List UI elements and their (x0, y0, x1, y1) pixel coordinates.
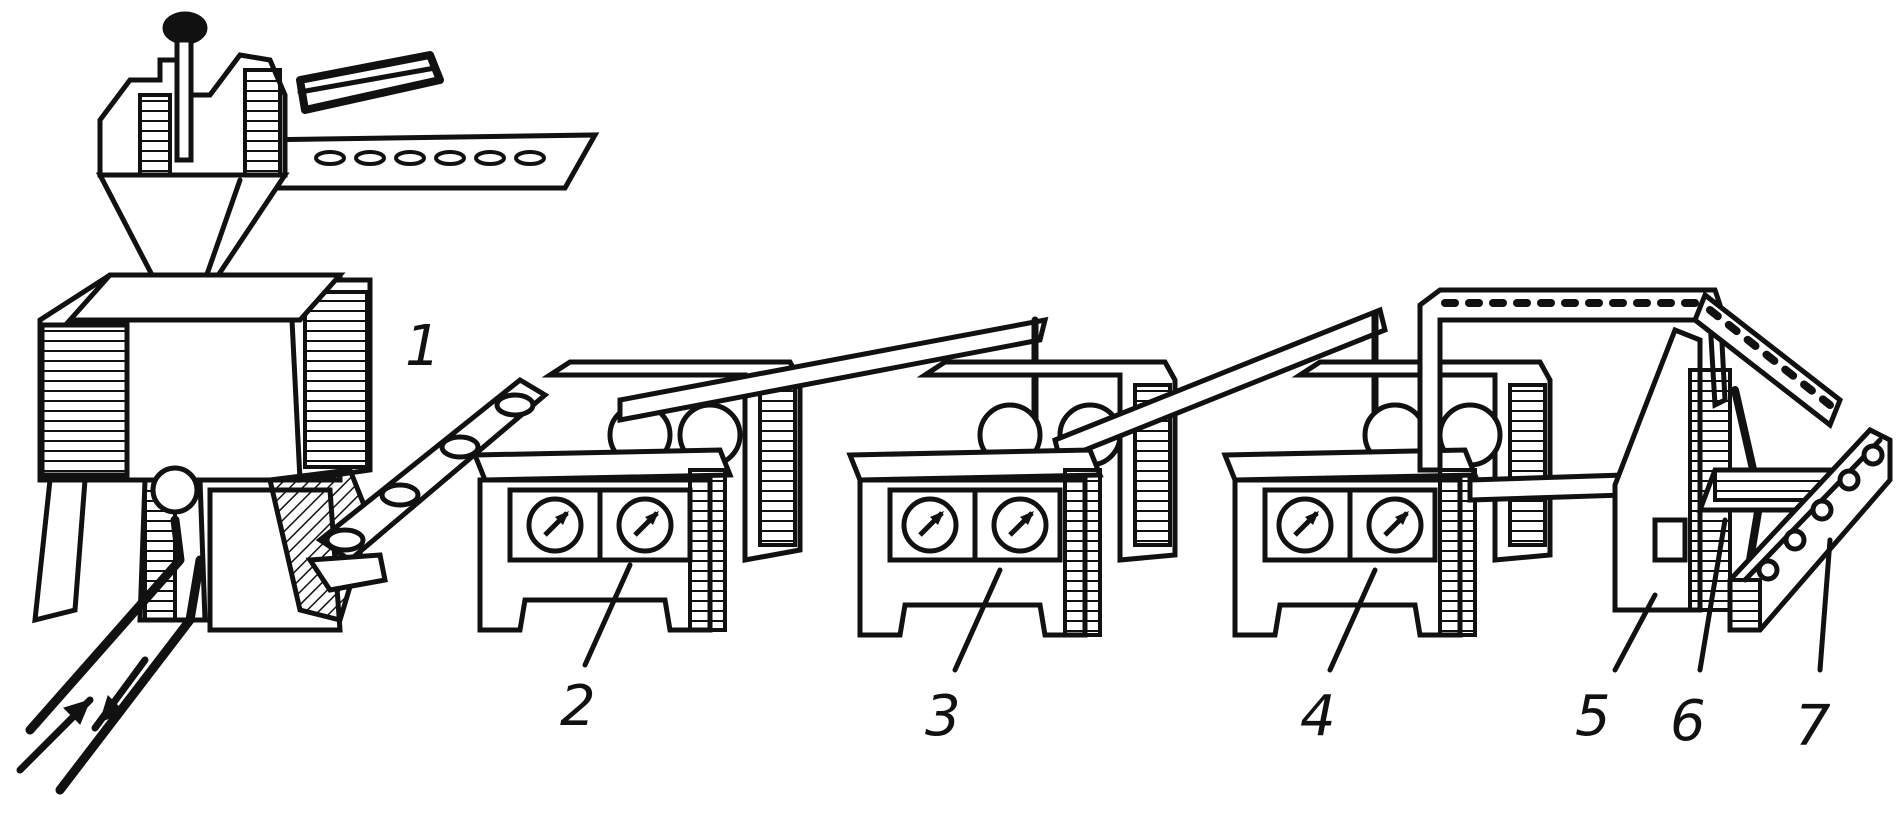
arrow-in-icon (63, 699, 91, 725)
conveyor-1-2 (305, 376, 550, 593)
extruder-machine (16, 11, 600, 795)
label-part-5: 5 (1575, 684, 1611, 749)
leader-lines (582, 517, 1833, 673)
label-machine-1: 1 (405, 314, 441, 379)
arrow-out-icon (99, 695, 125, 723)
plate-holes (314, 150, 546, 166)
label-machine-2: 2 (560, 674, 596, 739)
label-machine-4: 4 (1300, 684, 1336, 749)
cutting-stacking-unit (1417, 287, 1893, 633)
calender-unit-2 (471, 316, 1049, 633)
calender-unit-3 (846, 306, 1388, 638)
label-part-7: 7 (1795, 694, 1831, 759)
label-machine-3: 3 (925, 684, 961, 749)
calender-unit-4 (1221, 359, 1628, 638)
label-part-6: 6 (1670, 689, 1706, 754)
